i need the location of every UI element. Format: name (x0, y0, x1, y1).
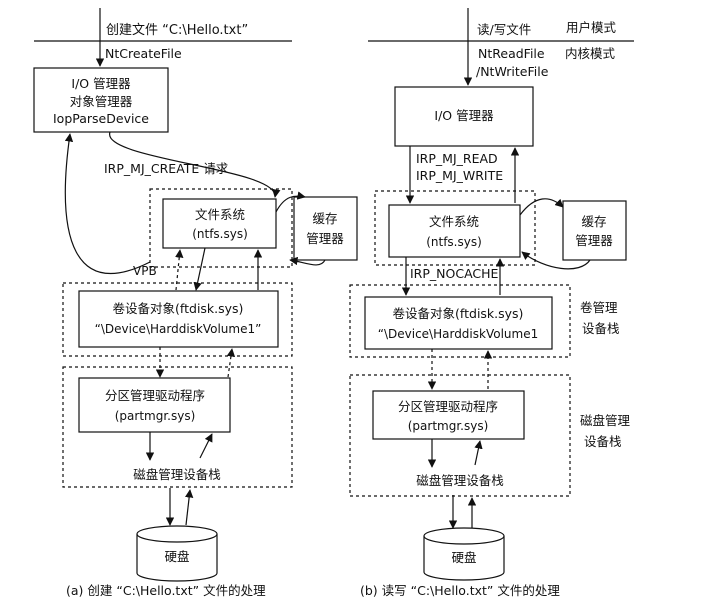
left-cache-fs-bottom (289, 256, 326, 266)
right-part-line-1: 分区管理驱动程序 (398, 399, 498, 414)
left-cache-line-2: 管理器 (306, 231, 344, 246)
left-io-manager-box (33, 67, 169, 133)
left-nt-call: NtCreateFile (105, 46, 182, 61)
right-vol-line-1: 卷设备对象(ftdisk.sys) (393, 306, 524, 321)
right-disk-stack-label: 磁盘管理设备栈 (416, 473, 504, 488)
left-disk-stack-group (62, 366, 293, 488)
right-disk-stack-side-1: 磁盘管理 (580, 413, 631, 428)
left-top-label: 创建文件 “C:\Hello.txt” (106, 23, 248, 38)
left-fs-group (149, 188, 293, 268)
left-volume-box (78, 290, 279, 348)
left-vol-line-1: 卷设备对象(ftdisk.sys) (113, 301, 244, 316)
left-irp-label: IRP_MJ_CREATE 请求 (104, 161, 229, 176)
left-fs-to-io-curve (64, 133, 151, 274)
left-iop-to-fs-curve (109, 131, 281, 198)
right-stack-to-part-arrow (474, 440, 483, 466)
right-cache-line-1: 缓存 (581, 214, 606, 229)
right-vol-line-2: “\Device\HarddiskVolume1 (378, 327, 538, 341)
left-fs-cache-top (275, 191, 306, 213)
right-fs-group (374, 190, 536, 266)
right-volume-stack-group (349, 284, 571, 358)
right-io-label: I/O 管理器 (434, 108, 494, 123)
left-vol-line-2: “\Device\HarddiskVolume1” (95, 322, 262, 336)
right-cache-box (562, 200, 627, 261)
left-disk-stack-label: 磁盘管理设备栈 (133, 467, 221, 482)
right-disk-label: 硬盘 (451, 550, 476, 565)
right-disk-cylinder (423, 527, 505, 581)
right-vol-stack-line-2: 设备栈 (582, 321, 620, 336)
right-fs-cache-top (519, 198, 564, 216)
right-irp-read: IRP_MJ_READ (416, 151, 498, 166)
left-fs-line-2: (ntfs.sys) (192, 227, 248, 241)
right-fs-box (388, 204, 521, 258)
left-io-line-3: IopParseDevice (53, 111, 149, 126)
left-disk-cylinder (136, 525, 218, 582)
left-volume-stack-group (62, 282, 293, 357)
left-fs-line-1: 文件系统 (195, 207, 245, 222)
right-user-mode: 用户模式 (566, 20, 617, 35)
left-fs-to-vol-arrow (193, 247, 206, 291)
right-disk-stack-side-2: 设备栈 (584, 434, 622, 449)
left-disk-label: 硬盘 (164, 549, 189, 564)
right-cache-line-2: 管理器 (575, 233, 613, 248)
left-part-to-vol-arrow (226, 348, 236, 378)
right-fs-line-1: 文件系统 (429, 214, 479, 229)
right-nt-call-2: /NtWriteFile (476, 64, 549, 79)
right-partition-box (372, 390, 525, 440)
left-fs-box (162, 198, 277, 249)
left-partition-box (78, 377, 231, 433)
left-part-line-1: 分区管理驱动程序 (105, 388, 205, 403)
left-io-line-2: 对象管理器 (70, 94, 133, 109)
right-volume-box (364, 296, 553, 350)
right-kernel-mode: 内核模式 (565, 46, 616, 61)
left-cache-line-1: 缓存 (312, 211, 337, 226)
right-vol-stack-line-1: 卷管理 (580, 300, 618, 315)
left-stack-to-part-arrow (199, 433, 213, 459)
left-io-line-1: I/O 管理器 (71, 76, 131, 91)
left-caption: (a) 创建 “C:\Hello.txt” 文件的处理 (66, 583, 266, 598)
right-irp-write: IRP_MJ_WRITE (416, 168, 503, 183)
right-disk-stack-group (349, 374, 571, 497)
left-vpb-arrow (175, 249, 184, 291)
right-nocache-label: IRP_NOCACHE (410, 266, 499, 281)
right-top-label: 读/写文件 (477, 22, 531, 37)
left-vpb-label: VPB (133, 264, 157, 278)
right-cache-fs-bottom (521, 251, 591, 270)
right-part-line-2: (partmgr.sys) (408, 419, 489, 433)
right-nt-call-1: NtReadFile (478, 46, 545, 61)
left-part-line-2: (partmgr.sys) (115, 409, 196, 423)
right-fs-line-2: (ntfs.sys) (426, 235, 482, 249)
right-caption: (b) 读写 “C:\Hello.txt” 文件的处理 (360, 583, 560, 598)
left-cache-box (293, 196, 358, 261)
right-io-manager-box (394, 86, 534, 147)
left-disk-to-stack-arrow (184, 489, 194, 526)
